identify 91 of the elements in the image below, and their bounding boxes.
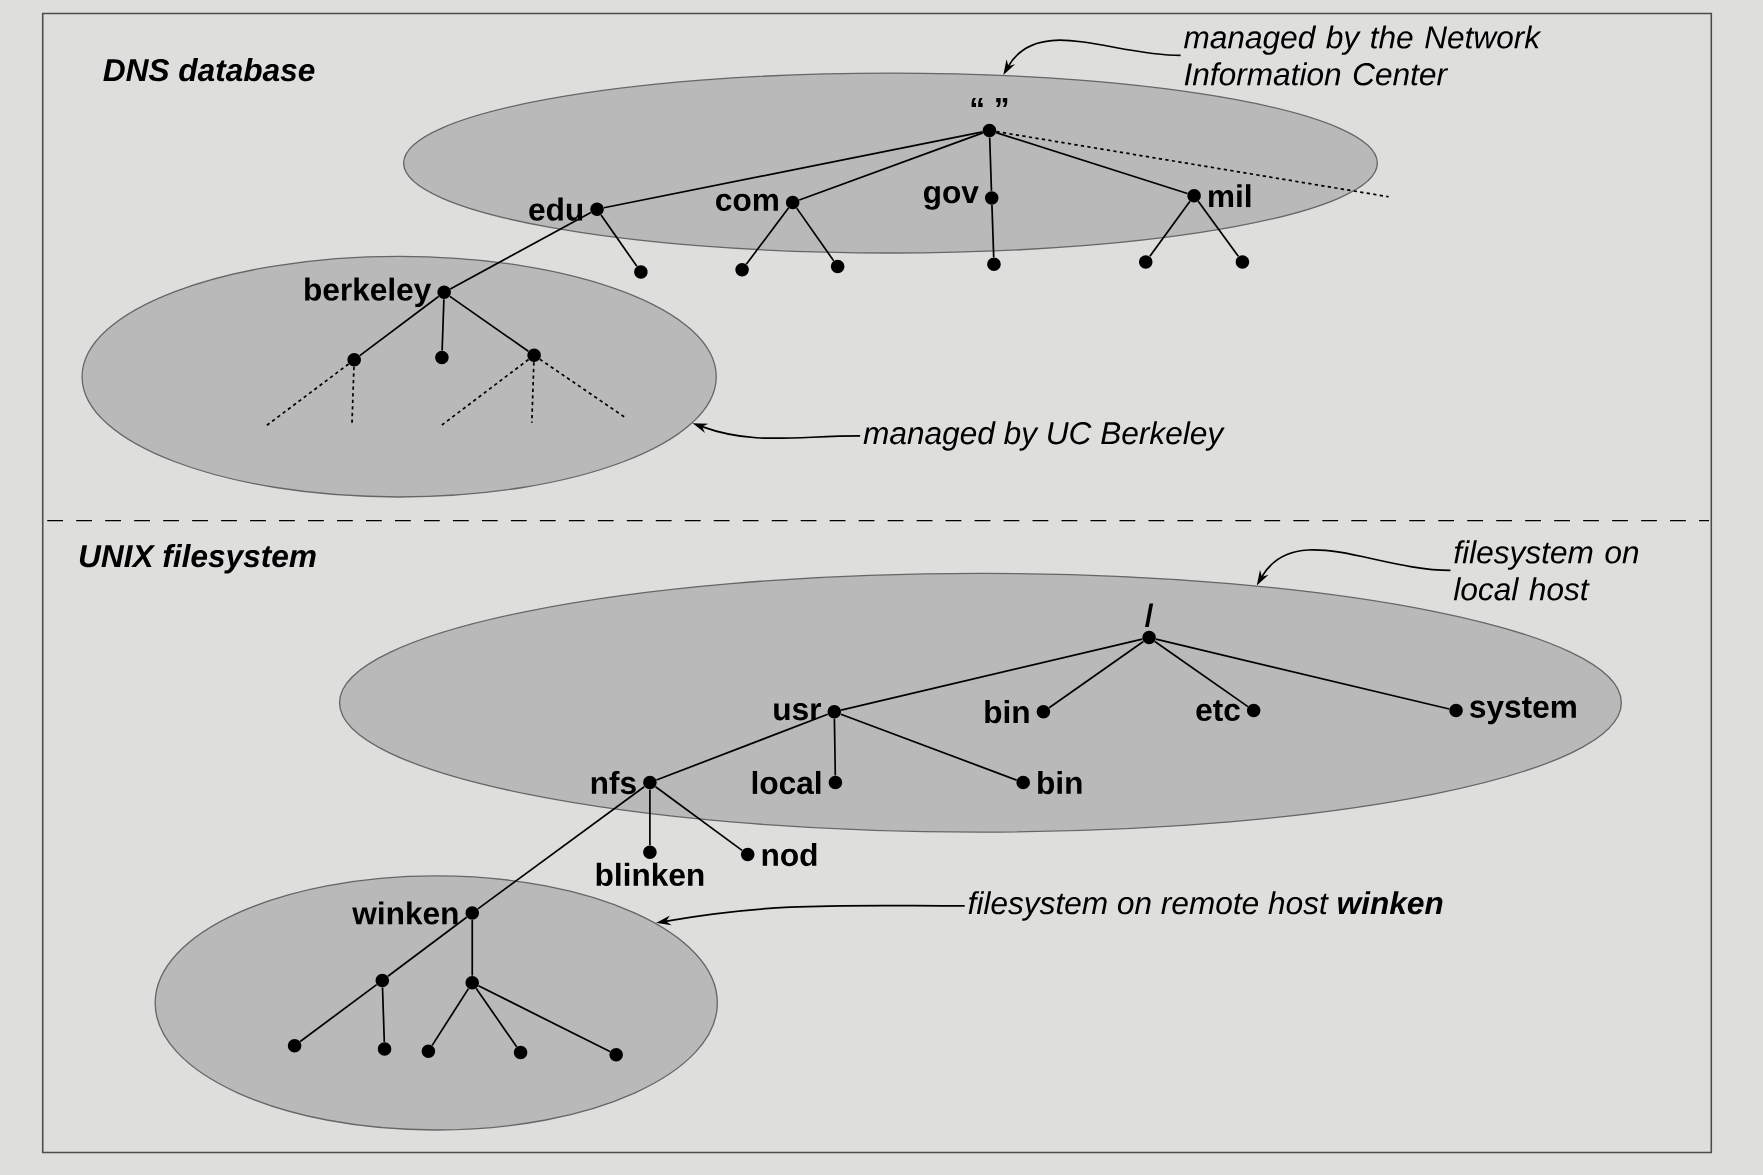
node-label: etc: [1196, 700, 1240, 722]
tree-branch: [358, 295, 440, 357]
node-label: system: [1470, 697, 1576, 725]
tree-branch: [798, 132, 984, 201]
tree-branch: [1197, 200, 1240, 258]
tree-branch: [431, 987, 470, 1047]
tree-node: winken: [352, 901, 479, 925]
tree-branch: [840, 713, 1018, 781]
annotation: managed by the Network Information Center: [1184, 25, 1542, 86]
tree-branch: [387, 916, 468, 978]
tree-node: bin: [1016, 770, 1082, 795]
tree-node: system: [1449, 697, 1576, 725]
tree-node: /: [1142, 603, 1156, 645]
node-label: “ ”: [971, 98, 1008, 108]
tree-node: [435, 350, 449, 365]
node-label: nfs: [591, 770, 636, 795]
tree-node: [527, 348, 541, 363]
tree-branch: [1155, 638, 1451, 710]
tree-node: edu: [529, 197, 604, 221]
annotation: managed by UC Berkeley: [863, 421, 1225, 451]
tree-node: blinken: [596, 845, 704, 887]
tree-node: [377, 1042, 392, 1056]
node-label: usr: [774, 703, 821, 721]
tree-branch: [1048, 640, 1145, 709]
tree-node: [375, 973, 390, 988]
tree-branch: [795, 207, 835, 262]
dotted-branch: [263, 363, 350, 429]
tree-branch: [745, 207, 790, 266]
tree-node: [735, 263, 749, 277]
annotation: filesystem on local host: [1453, 540, 1639, 601]
tree-branch: [1149, 200, 1191, 258]
tree-branch: [449, 211, 592, 290]
section-heading: UNIX filesystem: [79, 544, 316, 574]
tree-node: [513, 1045, 528, 1060]
node-label: com: [716, 193, 778, 212]
annotation: filesystem on remote host winken: [968, 891, 1443, 921]
dotted-branch: [530, 361, 535, 424]
tree-node: mil: [1187, 184, 1251, 208]
tree-node: [287, 1038, 302, 1053]
tree-branch: [299, 983, 378, 1043]
tree-node: berkeley: [305, 277, 451, 308]
tree-node: [347, 353, 361, 367]
tree-branch: [649, 788, 651, 847]
node-label: blinken: [596, 862, 704, 887]
node-label: gov: [923, 186, 979, 210]
tree-branch: [654, 785, 743, 852]
tree-node: [465, 975, 479, 990]
node-label: winken: [352, 901, 458, 925]
tree-branch: [477, 785, 646, 910]
tree-branch: [477, 985, 611, 1053]
tree-branch: [991, 204, 995, 259]
tree-node: local: [752, 770, 843, 795]
node-label: mil: [1208, 184, 1251, 208]
dotted-branch: [351, 365, 355, 426]
dotted-branch: [995, 130, 1390, 198]
tree-branch: [475, 987, 518, 1048]
tree-branch: [840, 638, 1144, 711]
node-label: bin: [1038, 770, 1082, 795]
tree-branch: [833, 717, 837, 777]
tree-branch: [603, 130, 984, 209]
tree-node: nod: [740, 842, 817, 867]
tree-node: [830, 259, 845, 274]
tree-branch: [988, 136, 993, 192]
node-label: nod: [762, 842, 817, 867]
tree-branch: [449, 295, 530, 353]
node-label: local: [752, 770, 821, 795]
tree-branch: [655, 713, 829, 781]
section-heading: DNS database: [103, 58, 315, 82]
tree-branch: [600, 214, 638, 268]
tree-node: etc: [1196, 700, 1261, 722]
node-label: /: [1145, 603, 1154, 627]
tree-branch: [471, 919, 474, 977]
tree-node: usr: [774, 703, 842, 721]
tree-node: [1139, 255, 1153, 269]
tree-node: [609, 1047, 623, 1062]
node-label: edu: [529, 197, 583, 221]
tree-branch: [1154, 640, 1249, 708]
tree-node: gov: [923, 186, 999, 210]
dotted-branch: [441, 358, 530, 426]
tree-branch: [995, 131, 1189, 195]
tree-branch: [381, 986, 386, 1043]
tree-node: [987, 257, 1001, 271]
tree-node: [421, 1044, 436, 1059]
tree-node: [1235, 255, 1250, 269]
tree-node: [634, 265, 648, 279]
tree-node: nfs: [591, 770, 657, 795]
tree-branch: [441, 298, 445, 352]
tree-node: bin: [985, 700, 1051, 724]
node-label: bin: [985, 700, 1029, 724]
tree-node: “ ”: [971, 98, 1008, 138]
tree-node: com: [716, 193, 800, 212]
